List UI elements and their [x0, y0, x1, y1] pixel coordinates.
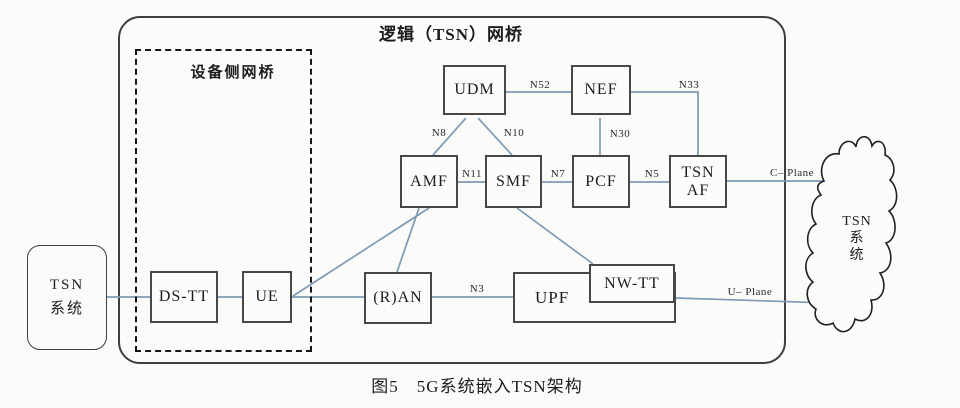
edge-smf-nwtt — [516, 207, 594, 265]
node-tsn-system-left: TSN 系统 — [27, 245, 107, 350]
node-ue-label: UE — [255, 288, 279, 306]
tsn-system-cloud-label-line: 系 — [849, 230, 865, 246]
edge-label-udm-smf: N10 — [503, 127, 525, 139]
edge-udm-amf — [432, 117, 467, 156]
tsn-system-cloud-label-line: 统 — [849, 247, 865, 263]
node-smf: SMF — [485, 155, 542, 208]
edge-label-tsnaf-cloud: C– Plane — [769, 167, 815, 179]
edge-ran-amf — [396, 207, 420, 273]
device-side-bridge-label: 设备侧网桥 — [190, 65, 276, 81]
node-udm: UDM — [443, 65, 506, 115]
edge-udm-smf — [477, 117, 513, 156]
node-ds-tt: DS-TT — [150, 271, 218, 323]
node-ue: UE — [242, 271, 292, 323]
edge-label-udm-nef: N52 — [529, 79, 551, 91]
node-tsn-system-left-line: TSN — [49, 277, 85, 294]
edge-label-udm-amf: N8 — [431, 127, 447, 139]
node-udm-label: UDM — [454, 81, 495, 99]
node-smf-label: SMF — [495, 172, 532, 190]
edge-label-ran-upf: N3 — [469, 283, 485, 295]
figure-caption: 图5 5G系统嵌入TSN架构 — [371, 377, 583, 396]
edge-upf-cloud — [675, 297, 831, 304]
edge-label-pcf-tsnaf: N5 — [644, 168, 660, 180]
node-ran: (R)AN — [364, 272, 432, 324]
node-amf: AMF — [400, 155, 458, 208]
node-tsn-af-label: AF — [686, 181, 710, 199]
edge-label-nef-tsnaf: N33 — [678, 79, 700, 91]
node-ds-tt-label: DS-TT — [158, 288, 210, 306]
node-nw-tt-label: NW-TT — [604, 274, 660, 292]
edge-label-smf-pcf: N7 — [550, 168, 566, 180]
node-amf-label: AMF — [410, 172, 448, 190]
node-nef: NEF — [571, 65, 631, 115]
logical-tsn-bridge-boundary — [118, 16, 786, 364]
node-nef-label: NEF — [584, 81, 618, 99]
node-ran-label: (R)AN — [373, 289, 423, 307]
tsn-system-cloud-label-line: TSN — [842, 214, 872, 229]
edge-nef-tsnaf — [630, 91, 699, 155]
node-tsn-system-left-line: 系统 — [49, 300, 84, 317]
edge-label-nef-pcf: N30 — [609, 128, 631, 140]
edge-ue-amf — [292, 207, 430, 297]
logical-tsn-bridge-title: 逻辑（TSN）网桥 — [378, 25, 524, 44]
edge-label-amf-smf: N11 — [461, 168, 483, 180]
node-pcf: PCF — [572, 155, 630, 208]
device-side-bridge-boundary — [135, 49, 312, 352]
cloud-outline — [805, 135, 898, 333]
node-pcf-label: PCF — [585, 172, 617, 190]
node-nw-tt: NW-TT — [589, 264, 675, 303]
node-upf-label: UPF — [535, 287, 570, 307]
node-tsn-af-label: TSN — [681, 163, 715, 181]
edge-label-upf-cloud: U– Plane — [727, 286, 773, 298]
